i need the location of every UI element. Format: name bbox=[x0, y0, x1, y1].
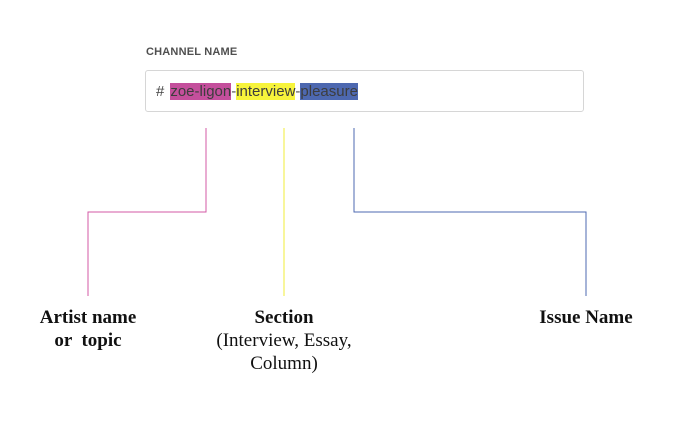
artist-segment: zoe-ligon bbox=[170, 82, 232, 100]
section-segment: interview bbox=[236, 82, 296, 100]
hash-icon: # bbox=[156, 82, 165, 100]
issue-caption: Issue Name bbox=[516, 306, 656, 329]
issue-connector bbox=[353, 128, 587, 296]
artist-caption-line2: or topic bbox=[54, 330, 122, 351]
issue-segment: pleasure bbox=[300, 82, 358, 100]
separator: - bbox=[295, 82, 301, 100]
section-caption-line1: (Interview, Essay, bbox=[216, 330, 352, 351]
artist-connector bbox=[87, 128, 207, 296]
separator: - bbox=[231, 82, 237, 100]
section-caption: Section (Interview, Essay, Column) bbox=[200, 306, 368, 375]
channel-name-label: CHANNEL NAME bbox=[146, 46, 238, 58]
artist-caption: Artist name or topic bbox=[20, 306, 156, 352]
artist-caption-line1: Artist name bbox=[39, 307, 137, 328]
channel-name-input[interactable]: # zoe-ligon-interview-pleasure bbox=[145, 70, 584, 112]
issue-caption-title: Issue Name bbox=[539, 307, 633, 328]
section-caption-title: Section bbox=[254, 307, 314, 328]
section-caption-line2: Column) bbox=[250, 353, 318, 374]
